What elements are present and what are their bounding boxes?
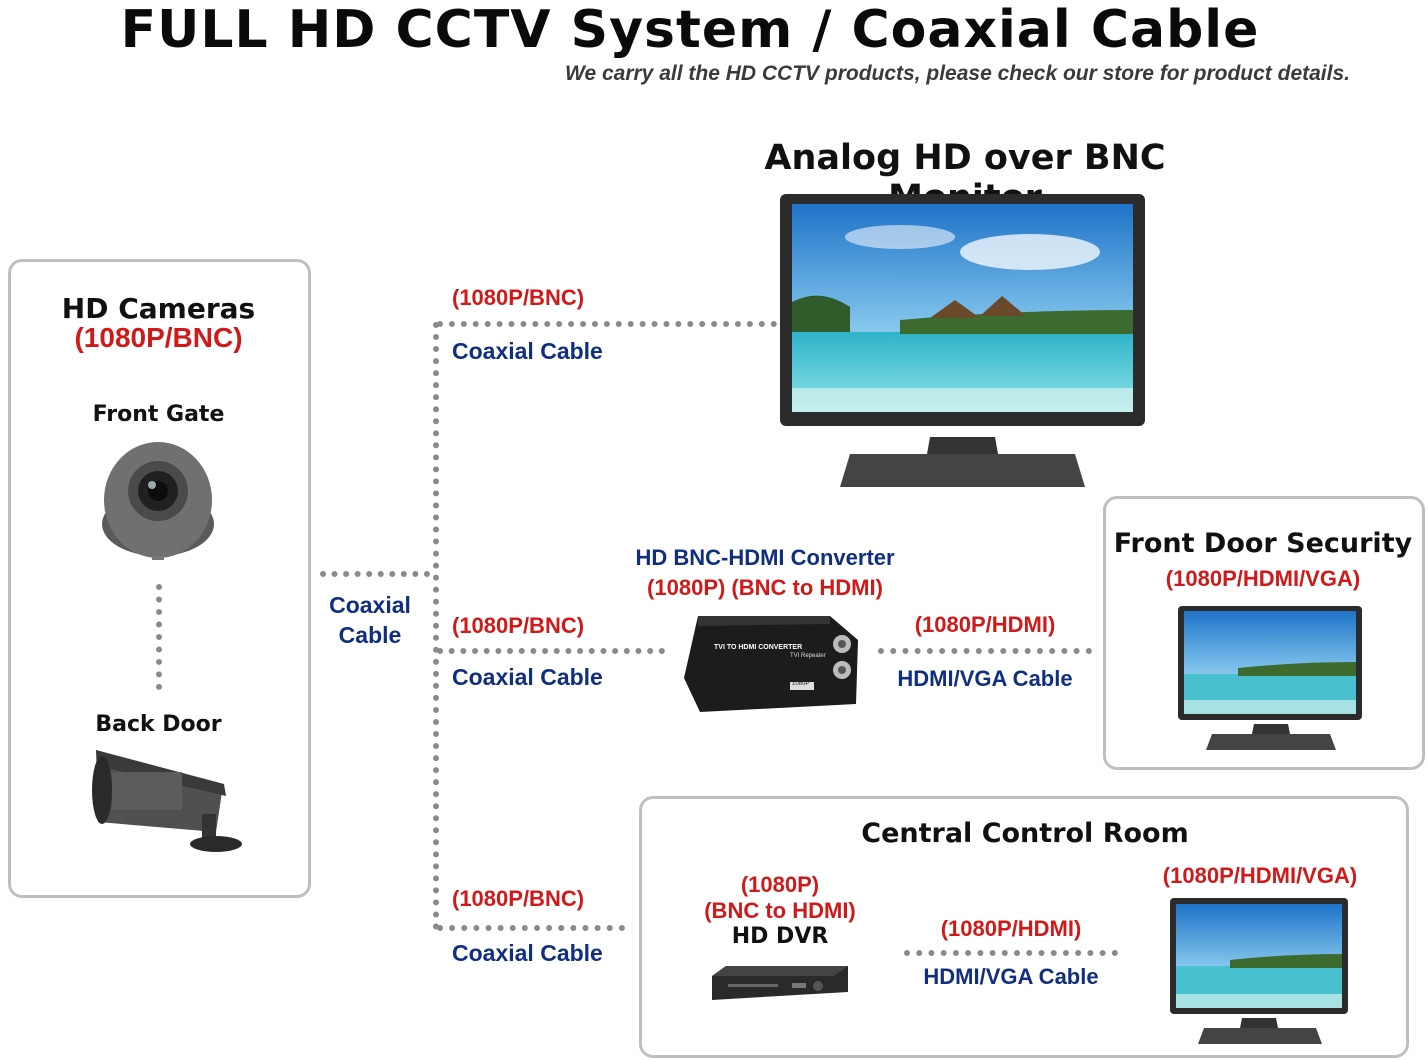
main-link-label-2: Cable bbox=[338, 622, 402, 648]
converter-spec: (1080P) (BNC to HDMI) bbox=[647, 575, 883, 600]
converter-device-badge: 1080P bbox=[792, 681, 810, 687]
main-link-dots bbox=[320, 571, 430, 577]
converter-out-dots bbox=[878, 648, 1092, 654]
page-title: FULL HD CCTV System / Coaxial Cable bbox=[120, 0, 1260, 60]
converter-device: TVI TO HDMI CONVERTER TVI Repeater 1080P bbox=[680, 612, 870, 718]
control-link-spec: (1080P/HDMI) bbox=[940, 916, 1082, 941]
cameras-title: HD Cameras bbox=[61, 292, 256, 325]
page-subtitle: We carry all the HD CCTV products, pleas… bbox=[565, 62, 1350, 85]
converter-device-subtext: TVI Repeater bbox=[790, 653, 826, 659]
branch-bottom-dots bbox=[437, 925, 625, 931]
branch-top-spec: (1080P/BNC) bbox=[452, 285, 585, 310]
monitor-icon bbox=[780, 194, 1145, 487]
branch-top-dots bbox=[437, 321, 777, 327]
branch-top-cable: Coaxial Cable bbox=[452, 338, 603, 364]
monitor-icon bbox=[1178, 606, 1362, 750]
branch-bottom-spec: (1080P/BNC) bbox=[452, 886, 585, 911]
control-monitor-spec: (1080P/HDMI/VGA) bbox=[1162, 863, 1358, 888]
dome-camera-icon bbox=[102, 442, 214, 560]
monitor-icon bbox=[1170, 898, 1348, 1044]
bullet-camera-icon bbox=[92, 750, 242, 852]
front-gate-label: Front Gate bbox=[92, 402, 225, 427]
control-room-title: Central Control Room bbox=[861, 818, 1189, 849]
converter-device-text: TVI TO HDMI CONVERTER bbox=[714, 644, 803, 651]
bnc-monitor-image bbox=[780, 192, 1150, 492]
cameras-spec: (1080P/BNC) bbox=[74, 322, 243, 353]
dome-camera-image bbox=[100, 436, 218, 562]
converter-out-spec: (1080P/HDMI) bbox=[914, 612, 1056, 637]
camera-link-dots bbox=[156, 584, 162, 690]
front-door-title: Front Door Security bbox=[1113, 528, 1413, 559]
front-door-monitor-image bbox=[1178, 604, 1364, 754]
converter-title: HD BNC-HDMI Converter bbox=[635, 545, 895, 570]
converter-out-cable: HDMI/VGA Cable bbox=[897, 666, 1073, 691]
trunk-dots bbox=[433, 322, 439, 930]
control-link-dots bbox=[904, 950, 1118, 956]
dvr-spec-1: (1080P) bbox=[740, 872, 820, 897]
main-link-label-1: Coaxial bbox=[329, 592, 411, 618]
branch-mid-spec: (1080P/BNC) bbox=[452, 613, 585, 638]
control-room-monitor-image bbox=[1170, 896, 1350, 1046]
branch-mid-cable: Coaxial Cable bbox=[452, 664, 603, 690]
branch-bottom-cable: Coaxial Cable bbox=[452, 940, 603, 966]
dvr-name: HD DVR bbox=[731, 924, 829, 949]
dvr-image bbox=[708, 962, 852, 1004]
bullet-camera-image bbox=[92, 744, 244, 856]
converter-device-icon bbox=[684, 616, 858, 712]
dvr-icon bbox=[712, 966, 848, 1000]
branch-mid-dots bbox=[437, 648, 665, 654]
front-door-spec: (1080P/HDMI/VGA) bbox=[1165, 566, 1361, 591]
control-link-cable: HDMI/VGA Cable bbox=[923, 964, 1099, 989]
back-door-label: Back Door bbox=[95, 712, 222, 737]
dvr-spec-2: (BNC to HDMI) bbox=[704, 898, 856, 923]
